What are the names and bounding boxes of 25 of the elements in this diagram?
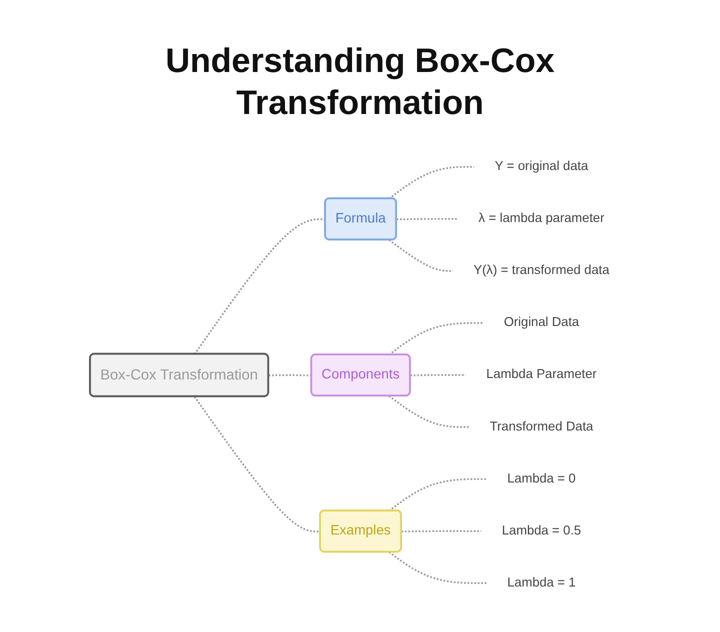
list-item-text: Lambda Parameter <box>486 367 597 382</box>
dashed-connector <box>410 374 466 376</box>
list-item-text: Original Data <box>504 315 580 330</box>
dashed-connector <box>388 478 487 512</box>
dashed-connector <box>396 218 458 220</box>
branch-box: Examples <box>319 510 402 553</box>
branch-box: Components <box>310 354 411 396</box>
list-item-text: Lambda = 0.5 <box>502 523 582 538</box>
dashed-connector <box>402 530 482 532</box>
diagram-title: Understanding Box-Cox Transformation <box>164 41 556 124</box>
dashed-connector <box>194 396 320 532</box>
topic-box: Box-Cox Transformation <box>89 352 270 398</box>
list-item-text: Lambda = 0 <box>507 471 576 486</box>
list-item-text: Y = original data <box>494 158 588 174</box>
list-item-text: Lambda = 1 <box>507 575 576 590</box>
list-item-text: Y(λ) = transformed data <box>474 262 610 278</box>
dashed-connector <box>388 551 487 584</box>
dashed-connector <box>194 218 326 355</box>
list-item-text: Transformed Data <box>490 419 594 434</box>
dashed-connector <box>388 166 474 200</box>
branch-box: Formula <box>324 197 397 240</box>
dashed-connector <box>388 395 470 428</box>
dashed-connector <box>388 322 484 356</box>
list-item-text: λ = lambda parameter <box>478 210 604 226</box>
dashed-connector <box>388 239 453 272</box>
